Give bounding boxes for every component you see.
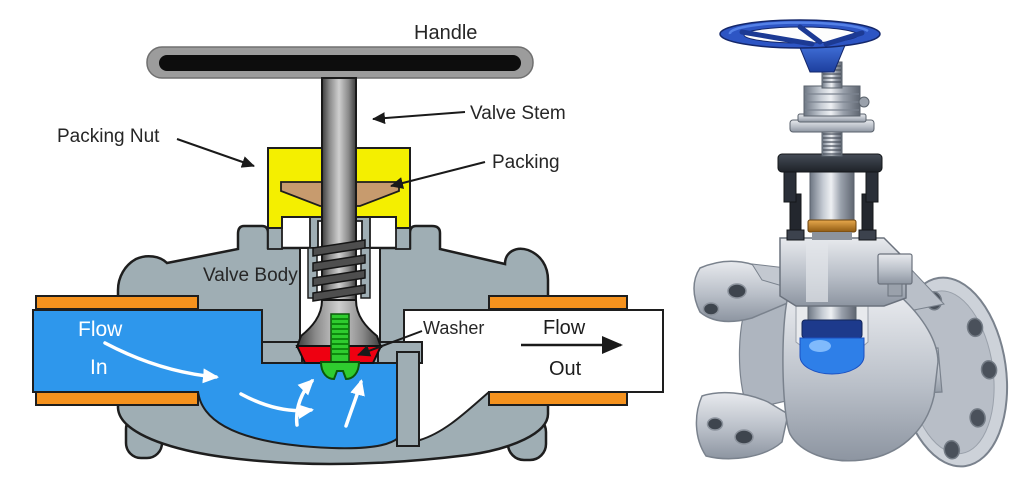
render-left-flange-cutaway: [693, 260, 792, 460]
disc-screw: [319, 313, 361, 381]
render-stem-threads-mid: [821, 129, 843, 157]
valve-stem-arrow: [372, 111, 466, 125]
flange-top-left: [35, 295, 199, 310]
render-plug: [799, 319, 865, 375]
flow-arrow-inlet: [103, 341, 219, 384]
handwheel-highlight: [728, 21, 869, 35]
render-bonnet-block: [779, 237, 913, 307]
flow-in-label-1: Flow: [78, 318, 123, 341]
flow-arrow-up-right: [344, 379, 365, 428]
handwheel-spokes: [739, 24, 865, 47]
render-amber-base: [812, 232, 852, 240]
packing-nut-label: Packing Nut: [57, 126, 160, 147]
render-bonnet-stack: [789, 85, 875, 133]
disc-screw-head: [319, 361, 361, 381]
valve-stem-shape: [321, 77, 357, 305]
left-flange-bolt-holes: [702, 283, 754, 445]
bonnet-wall-left: [267, 227, 283, 250]
render-stack-nub: [858, 96, 870, 108]
render-amber-ring: [807, 219, 857, 233]
plug-highlight: [809, 340, 831, 352]
flange-bottom-left: [35, 391, 199, 406]
render-yoke-crossbar: [777, 153, 883, 173]
packing-nut-arrow: [176, 138, 255, 168]
flow-arrow-bottom: [239, 392, 314, 420]
flange-bottom-right: [488, 391, 628, 406]
render-side-nub: [887, 283, 903, 297]
valve-3d-render: [693, 19, 1009, 468]
washer-label: Washer: [423, 318, 484, 338]
bonnet-wall-right: [395, 227, 411, 250]
packing-label: Packing: [492, 152, 560, 173]
seat-partition-wall: [396, 351, 420, 447]
flange-top-right: [488, 295, 628, 310]
washer-arrow: [357, 330, 423, 357]
valve-body-label: Valve Body: [203, 265, 298, 286]
pipe-flanges: [35, 295, 628, 406]
flow-arrows: [103, 341, 365, 428]
valve-stem-label: Valve Stem: [470, 103, 566, 124]
render-handwheel: [719, 19, 881, 73]
render-yoke-bolts: [783, 171, 879, 241]
label-arrows: [176, 111, 623, 357]
packing-arrow: [390, 161, 486, 189]
render-packing-cylinder: [809, 169, 855, 221]
valve-cutaway-diagram: Handle Valve Stem Packing Nut Packing Va…: [32, 22, 664, 466]
render-side-box: [877, 253, 913, 285]
stem-threads: [312, 239, 366, 302]
flow-arrow-up-left: [294, 378, 315, 427]
handle-label: Handle: [414, 22, 477, 44]
flow-out-label-1: Flow: [543, 317, 586, 339]
flow-in-label-2: In: [90, 356, 108, 379]
flow-out-label-2: Out: [549, 358, 582, 380]
handle-bar-core: [159, 55, 521, 71]
